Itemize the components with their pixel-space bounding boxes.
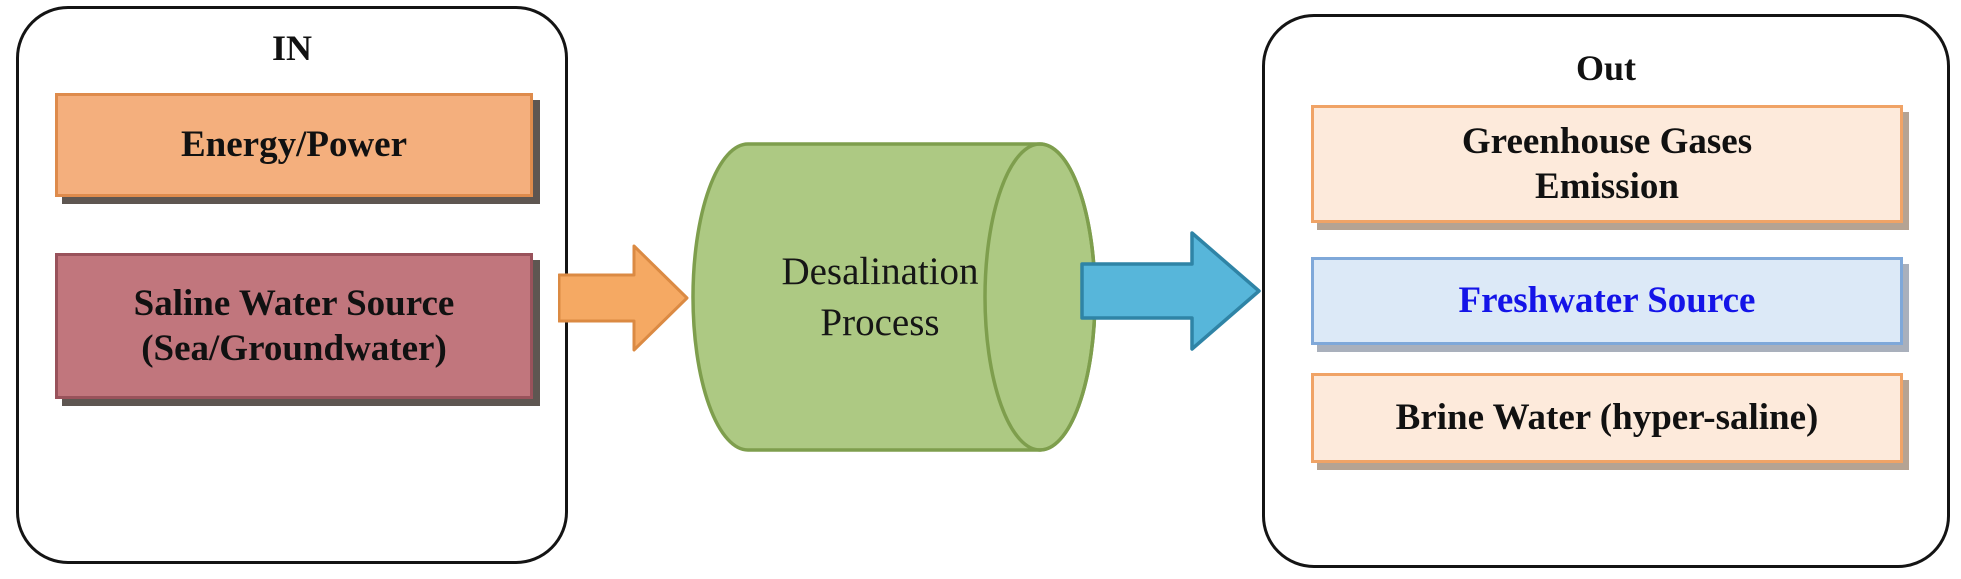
freshwater-source-label: Freshwater Source [1458,280,1756,322]
right-arrow-orange-shape [557,244,689,352]
in-arrow [557,243,690,358]
out-panel-title: Out [1575,48,1636,88]
saline-water-box: Saline Water Source (Sea/Groundwater) [55,253,533,399]
energy-power-label: Energy/Power [180,124,408,166]
right-arrow-blue-icon [1080,231,1261,351]
out-panel: Out Greenhouse Gases Emission Freshwater… [1262,14,1950,568]
desalination-cylinder: Desalination Process [690,140,1100,455]
out-arrow [1080,230,1262,357]
desalination-label-wrap: Desalination Process [710,140,1050,455]
greenhouse-gases-label: Greenhouse Gases Emission [1461,120,1753,207]
greenhouse-gases-box: Greenhouse Gases Emission [1311,105,1903,223]
desalination-process-label: Desalination Process [781,249,979,344]
brine-water-box: Brine Water (hyper-saline) [1311,373,1903,463]
energy-power-box: Energy/Power [55,93,533,197]
in-panel-title: IN [271,28,312,68]
brine-water-label: Brine Water (hyper-saline) [1395,397,1819,439]
saline-water-label: Saline Water Source (Sea/Groundwater) [133,282,455,369]
freshwater-source-box: Freshwater Source [1311,257,1903,345]
right-arrow-blue-shape [1080,231,1261,351]
in-panel: IN Energy/Power Saline Water Source (Sea… [16,6,568,564]
right-arrow-orange-icon [557,244,689,352]
